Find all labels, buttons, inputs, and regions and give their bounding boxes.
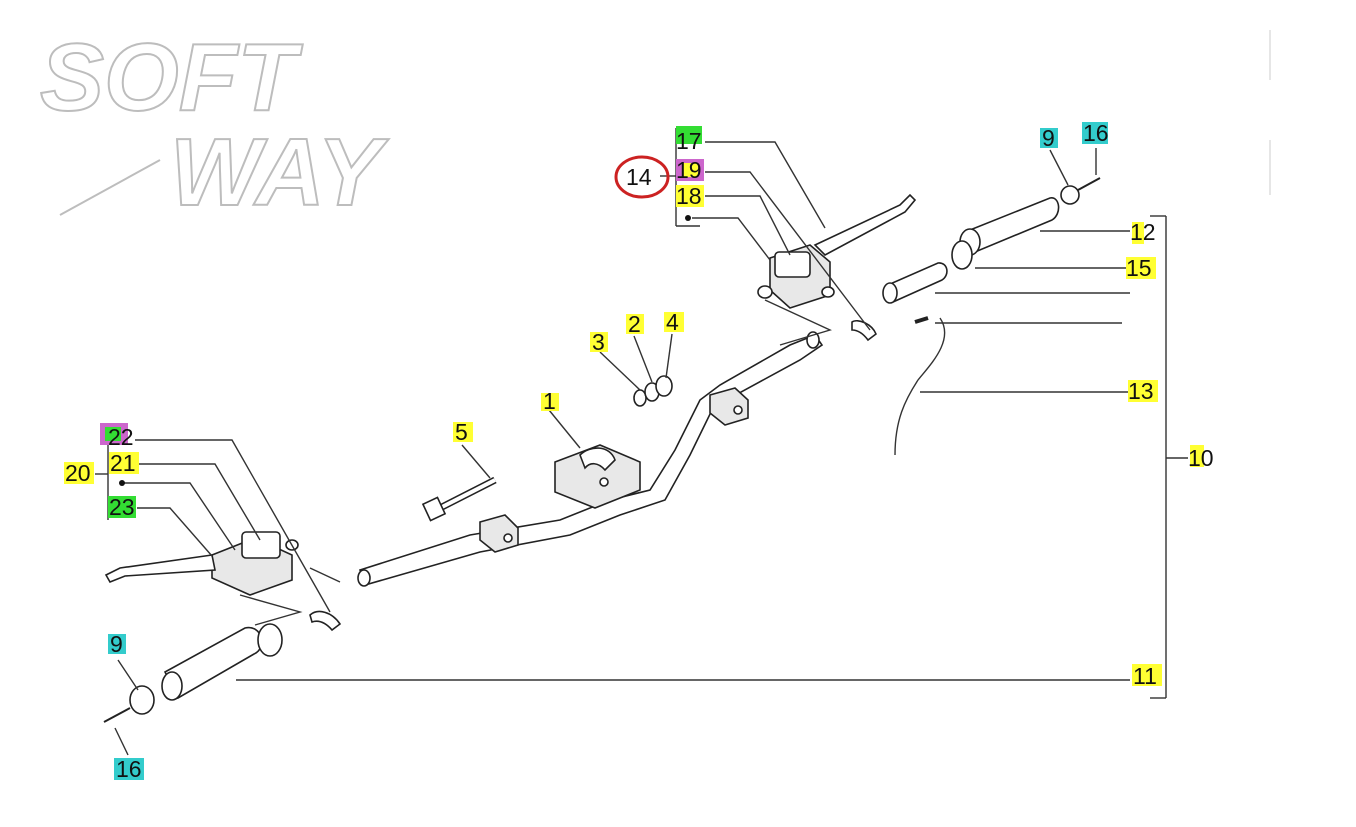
label-16-top: 16 (1083, 120, 1109, 146)
left-grip (103, 623, 283, 723)
label-4: 4 (666, 309, 679, 335)
leader-lines (95, 128, 1188, 756)
left-brake-lever-assembly (104, 531, 342, 632)
highlight-11 (1132, 664, 1162, 686)
label-5: 5 (455, 419, 468, 445)
label-13: 13 (1128, 378, 1154, 404)
right-bracket (709, 387, 749, 426)
label-17: 17 (676, 128, 702, 154)
highlight-5 (453, 422, 473, 442)
highlight-2 (626, 314, 644, 334)
label-9-bottom: 9 (110, 631, 123, 657)
label-15: 15 (1126, 255, 1152, 281)
highlight-1 (541, 393, 559, 411)
highlight-4 (664, 312, 684, 332)
highlight-16-top (1082, 122, 1108, 144)
logo-line-2: WAY (170, 119, 390, 226)
highlight-3 (590, 332, 608, 352)
highlight-19-inner (682, 163, 698, 177)
label-3: 3 (592, 329, 605, 355)
label-12: 12 (1130, 219, 1156, 245)
softway-logo: SOFT WAY (39, 23, 391, 227)
center-clamp (554, 444, 641, 509)
highlight-12 (1132, 222, 1144, 244)
highlight-9-bottom (108, 634, 126, 654)
label-10: 10 (1188, 445, 1214, 471)
throttle-tube (882, 262, 948, 304)
highlight-21 (109, 452, 139, 474)
highlight-15 (1126, 257, 1156, 279)
label-19: 19 (676, 157, 702, 183)
logo-line-1: SOFT (40, 24, 303, 131)
right-brake-lever-assembly (757, 193, 917, 342)
right-grip (951, 177, 1101, 270)
red-circle-marker (614, 155, 670, 199)
label-2: 2 (628, 311, 641, 337)
highlight-23 (108, 496, 136, 518)
throttle-cable (894, 316, 946, 456)
label-21: 21 (110, 450, 136, 476)
highlight-20 (64, 462, 94, 484)
highlight-16-bottom (114, 758, 144, 780)
label-20: 20 (65, 460, 91, 486)
marker-dot (119, 480, 125, 486)
logo-swoosh (59, 159, 161, 216)
marker-dot (685, 215, 691, 221)
label-22: 22 (108, 424, 134, 450)
highlight-22-inner (105, 427, 121, 441)
nut-washer-set (633, 375, 673, 407)
highlight-13 (1128, 380, 1158, 402)
label-18: 18 (676, 183, 702, 209)
bolt (421, 476, 497, 522)
label-1: 1 (543, 388, 556, 414)
label-11: 11 (1133, 663, 1157, 689)
highlight-10 (1190, 445, 1204, 467)
label-23: 23 (109, 494, 135, 520)
label-9-top: 9 (1042, 125, 1055, 151)
highlight-9-top (1040, 128, 1058, 148)
highlight-17 (676, 126, 702, 144)
label-16-bottom: 16 (116, 756, 142, 782)
left-bracket (479, 514, 519, 553)
label-14: 14 (626, 164, 652, 190)
highlight-18 (676, 185, 704, 207)
